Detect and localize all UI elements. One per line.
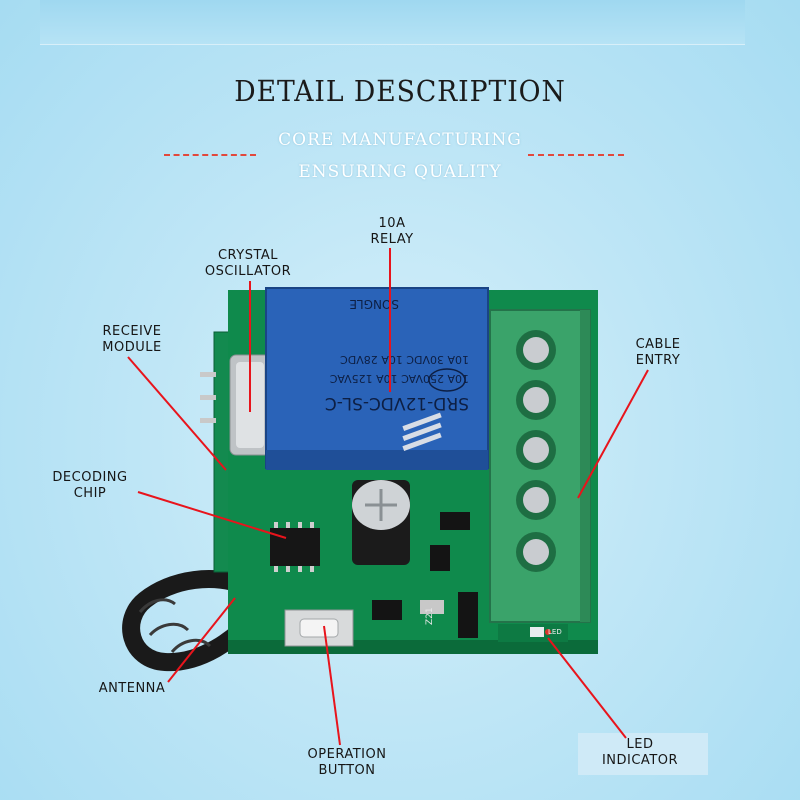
leader-line-receive [127,356,227,471]
page-title: DETAIL DESCRIPTION [234,74,566,108]
relay-model-text: SRD-12VDC-SL-C [325,393,469,413]
label-crystal-line2: OSCILLATOR [204,264,292,279]
songle-logo-icon [402,412,442,451]
capacitor [352,480,410,565]
relay: SRD-12VDC-SL-C 10A 250VAC 10A 125VAC 10A… [265,287,489,470]
label-led: LED INDICATOR [588,737,692,769]
label-cable-line2: ENTRY [635,353,681,368]
antenna [122,570,264,672]
label-relay-line2: RELAY [370,232,414,247]
module-pins [200,372,216,423]
label-relay-line1: 10A [378,216,406,231]
leader-line-led [547,637,627,739]
label-decoding-line2: CHIP [73,486,107,501]
label-receive-line2: MODULE [102,340,162,355]
label-led-line1: LED [626,737,654,752]
chip-pins [274,522,314,572]
label-cable-line1: CABLE [635,337,681,352]
label-button-line1: OPERATION [307,747,387,762]
decoding-chip [270,528,320,566]
relay-rating-text-2: 10A 30VDC 10A 28VDC [340,353,469,366]
leader-line-decoding [137,491,287,539]
subtitle-line2: ENSURING QUALITY [298,162,502,182]
label-relay: 10A RELAY [362,216,422,248]
label-receive-line1: RECEIVE [102,324,162,339]
label-decoding: DECODING CHIP [44,470,136,502]
terminal-block [489,309,591,623]
top-banner [40,0,745,45]
label-led-line2: INDICATOR [601,753,679,768]
pcb-edge [228,640,598,654]
leader-line-button [323,625,341,746]
led-label-box [578,733,708,775]
label-antenna-line1: ANTENNA [98,681,166,696]
leader-line-antenna [167,597,236,683]
leader-lines [127,248,649,746]
label-crystal-line1: CRYSTAL [217,248,279,263]
label-button: OPERATION BUTTON [292,747,402,779]
cqc-mark [428,368,466,392]
label-cable: CABLE ENTRY [618,337,698,369]
label-crystal: CRYSTAL OSCILLATOR [196,248,300,280]
label-receive: RECEIVE MODULE [90,324,174,356]
smd-components [372,512,478,638]
led-marking: LED [548,628,562,636]
operation-button[interactable] [284,609,354,647]
subtitle-dash-right [528,154,624,156]
subtitle-line1: CORE MANUFACTURING [278,130,522,150]
label-antenna: ANTENNA [90,681,174,697]
leader-line-cable [577,369,649,499]
relay-brand-text: SONGLE [349,297,399,311]
label-button-line2: BUTTON [318,763,376,778]
zener-marking: Z21 [425,607,435,625]
label-decoding-line1: DECODING [52,470,128,485]
relay-rating-text-1: 10A 250VAC 10A 125VAC [329,372,469,385]
subtitle-dash-left [164,154,256,156]
led-indicator [498,624,568,642]
